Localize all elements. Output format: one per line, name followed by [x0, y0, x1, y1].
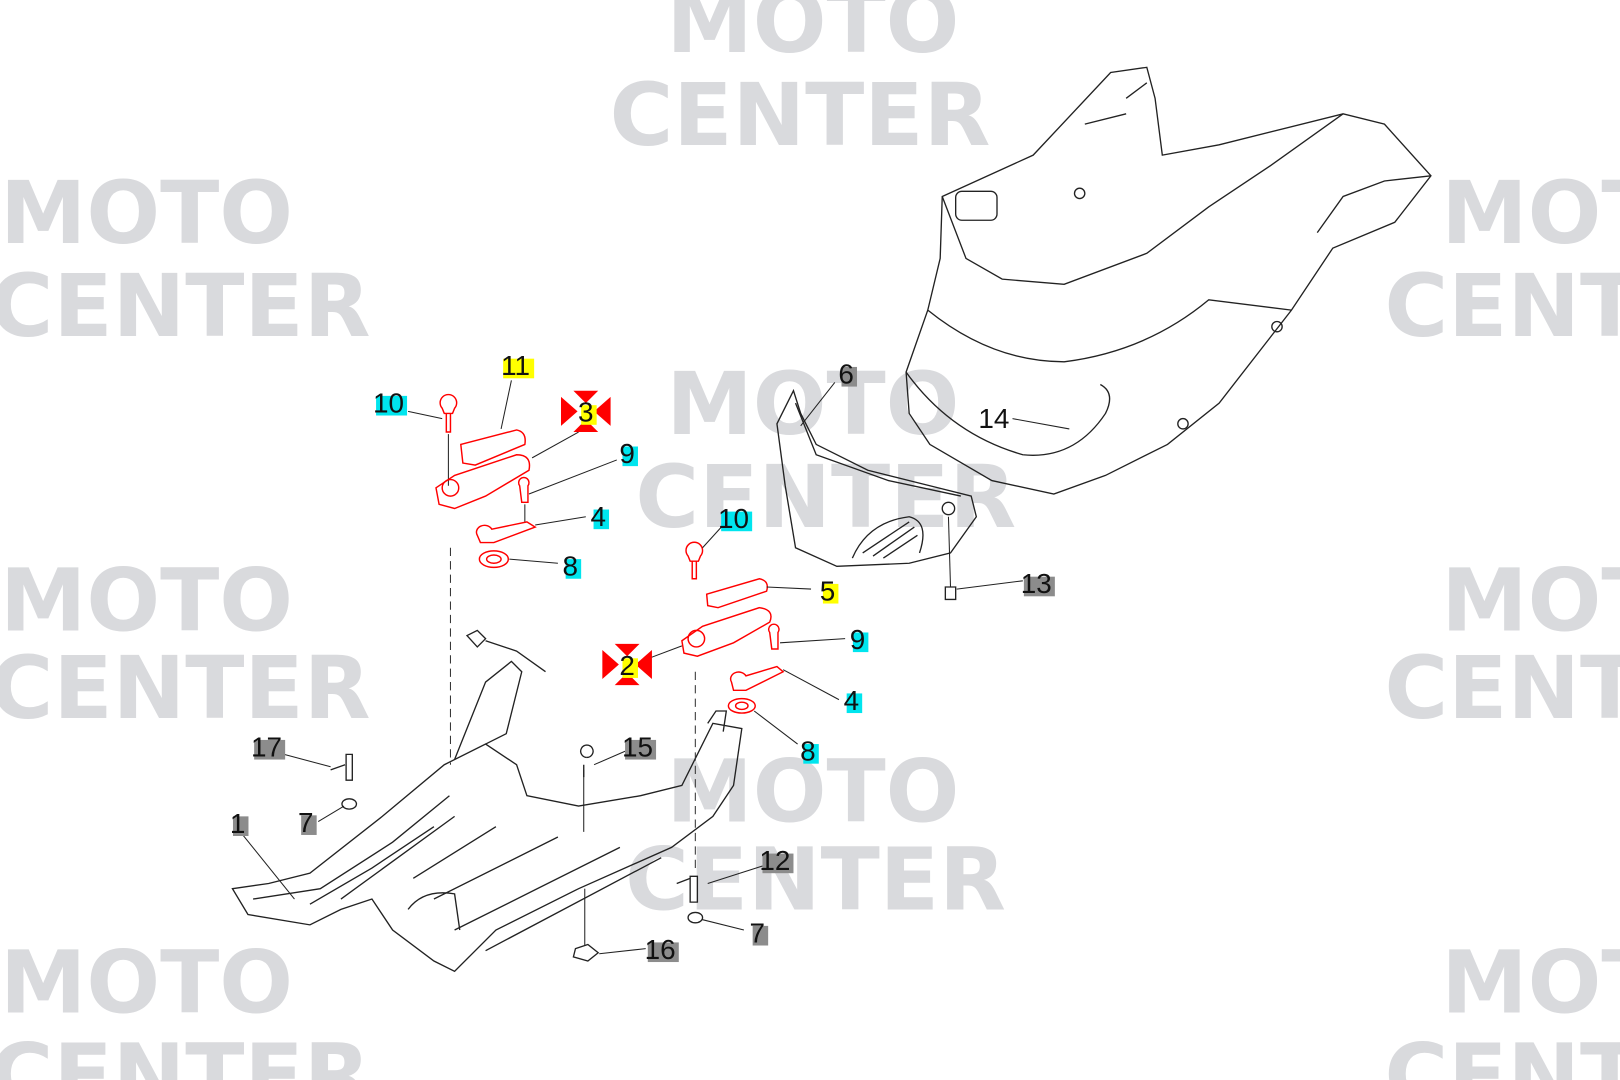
watermark-text: CENTER	[635, 447, 1016, 548]
watermark-text: MOTO	[0, 163, 293, 264]
watermark-text: CENTER	[0, 638, 371, 739]
callout-highlight	[721, 511, 753, 532]
callout-highlight	[647, 942, 679, 963]
callout-highlight	[1023, 576, 1055, 597]
callout-6[interactable]: 6	[838, 358, 858, 389]
watermark-text: MOTO	[1441, 163, 1620, 264]
callout-number: 7	[298, 807, 314, 838]
selection-arrow-icon	[614, 672, 640, 686]
callout-9[interactable]: 9	[619, 438, 638, 469]
watermark-text: MOTO	[0, 550, 293, 651]
callout-7[interactable]: 7	[750, 917, 769, 948]
callout-5[interactable]: 5	[820, 575, 839, 606]
callout-number: 4	[590, 501, 606, 532]
callout-11[interactable]: 11	[501, 350, 535, 381]
watermark-text: CENTER	[610, 65, 991, 166]
selection-arrow-icon	[573, 419, 599, 433]
callout-number: 8	[563, 551, 579, 582]
callout-7[interactable]: 7	[298, 807, 317, 838]
callout-highlight	[822, 583, 839, 604]
callout-number: 17	[251, 731, 282, 762]
callout-highlight	[846, 693, 863, 714]
selection-arrow-icon	[635, 650, 652, 679]
part-front-cover[interactable]	[776, 388, 978, 601]
watermark-text: CENTER	[0, 1026, 371, 1080]
callout-9[interactable]: 9	[850, 624, 869, 655]
callout-17[interactable]: 17	[251, 731, 286, 762]
callout-12[interactable]: 12	[759, 845, 794, 876]
callout-highlight	[232, 816, 249, 837]
callout-2[interactable]: 2	[602, 643, 652, 686]
callout-10[interactable]: 10	[373, 387, 408, 418]
callout-highlight	[376, 395, 408, 416]
leader-lines	[242, 380, 1070, 955]
part-footrest-left[interactable]	[435, 393, 537, 569]
watermark-text: MOTO	[666, 354, 959, 455]
selection-arrow-icon	[573, 390, 599, 404]
callout-number: 10	[718, 503, 749, 534]
callout-highlight	[852, 632, 869, 653]
callout-8[interactable]: 8	[563, 551, 582, 582]
callout-number: 3	[578, 397, 594, 428]
callout-highlight	[254, 739, 286, 760]
watermark-text: MOTO	[666, 0, 959, 73]
watermark-text: CENTER	[1384, 256, 1620, 357]
callout-highlight	[762, 853, 794, 874]
watermark-text: CENTER	[1384, 638, 1620, 739]
callout-number: 2	[619, 650, 635, 681]
callout-number: 16	[645, 934, 676, 965]
callout-highlight	[593, 509, 610, 530]
selection-arrow-icon	[602, 650, 619, 679]
selection-arrow-icon	[614, 643, 640, 657]
callout-13[interactable]: 13	[1021, 568, 1055, 599]
watermark-text: CENTER	[1384, 1026, 1620, 1080]
callout-4[interactable]: 4	[844, 685, 863, 716]
callout-number: 11	[501, 350, 530, 381]
callout-15[interactable]: 15	[622, 731, 657, 762]
callout-8[interactable]: 8	[800, 736, 819, 767]
callout-4[interactable]: 4	[590, 501, 610, 532]
callout-number: 13	[1021, 568, 1052, 599]
callout-14[interactable]: 14	[978, 403, 1009, 434]
callout-highlight	[503, 358, 535, 379]
callout-highlight	[752, 925, 769, 946]
callout-3[interactable]: 3	[561, 390, 611, 433]
callout-highlight	[625, 739, 657, 760]
callout-number: 5	[820, 575, 836, 606]
watermark-text: MOTO	[1441, 550, 1620, 651]
callout-number: 7	[750, 917, 766, 948]
callout-number: 4	[844, 685, 860, 716]
callout-number: 12	[759, 845, 790, 876]
watermark-text: CENTER	[625, 829, 1006, 930]
watermark-text: MOTO	[1441, 933, 1620, 1034]
part-body-shell[interactable]	[905, 66, 1432, 495]
callout-highlight	[565, 559, 582, 579]
callout-highlight	[622, 658, 638, 678]
callout-number: 6	[838, 358, 854, 389]
callout-highlight	[622, 446, 638, 467]
callout-number: 1	[230, 808, 246, 839]
watermark-text: MOTO	[0, 933, 293, 1034]
callout-10[interactable]: 10	[718, 503, 753, 534]
callout-number: 9	[850, 624, 866, 655]
selection-arrow-icon	[561, 396, 578, 426]
callout-highlight	[841, 366, 858, 387]
callout-1[interactable]: 1	[230, 808, 249, 839]
watermark-text: CENTER	[0, 256, 371, 357]
part-footrest-right[interactable]	[681, 541, 785, 714]
callout-number: 9	[619, 438, 635, 469]
callout-number: 10	[373, 387, 404, 418]
callout-highlight	[581, 405, 597, 425]
callout-highlight	[301, 815, 317, 835]
callout-16[interactable]: 16	[645, 934, 679, 965]
callout-number: 15	[622, 731, 653, 762]
callout-number: 8	[800, 736, 816, 767]
selection-arrow-icon	[594, 396, 611, 426]
part-floor-panel[interactable]	[231, 547, 743, 973]
callout-number: 14	[978, 403, 1009, 434]
callout-highlight	[803, 744, 819, 764]
